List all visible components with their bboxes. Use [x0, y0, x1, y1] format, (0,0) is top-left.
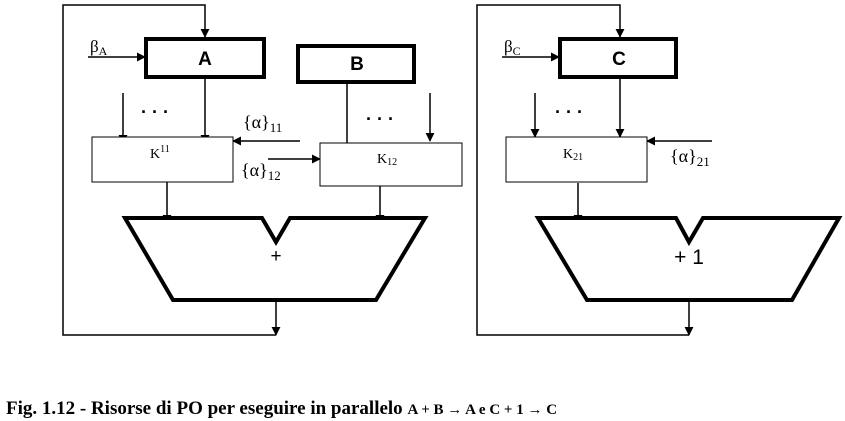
dots-middle: · · · — [366, 109, 394, 129]
register-c-label: C — [612, 49, 626, 70]
dots-left: · · · — [141, 102, 169, 122]
register-b — [296, 44, 416, 84]
alpha21-label: {α}21 — [670, 146, 710, 169]
k21-label: K21 — [563, 147, 583, 163]
alpha12-label: {α}12 — [241, 160, 281, 183]
caption-formula: A + B → A e C + 1 → C — [407, 402, 558, 418]
adder-right-label: + 1 — [674, 246, 704, 269]
register-b-label: B — [350, 54, 364, 75]
dots-right: · · · — [555, 102, 583, 122]
register-a-label: A — [198, 49, 212, 70]
adder-left — [121, 216, 429, 302]
feedback-line-a — [62, 4, 276, 336]
k12-block — [319, 142, 463, 187]
k11-label: K11 — [150, 144, 170, 162]
beta-c-label: βC — [504, 37, 521, 58]
k21-block — [505, 136, 648, 183]
alpha11-label: {α}11 — [243, 112, 282, 135]
adder-left-label: + — [270, 246, 281, 267]
adder-right — [534, 216, 843, 302]
register-a — [144, 37, 266, 79]
k11-block — [91, 136, 234, 183]
beta-a-label: βA — [90, 37, 108, 58]
caption-text: Fig. 1.12 - Risorse di PO per eseguire i… — [6, 398, 408, 419]
k12-label: K12 — [377, 152, 397, 168]
feedback-line-c — [476, 4, 689, 336]
register-c — [558, 37, 678, 79]
figure-caption: Fig. 1.12 - Risorse di PO per eseguire i… — [6, 398, 557, 420]
